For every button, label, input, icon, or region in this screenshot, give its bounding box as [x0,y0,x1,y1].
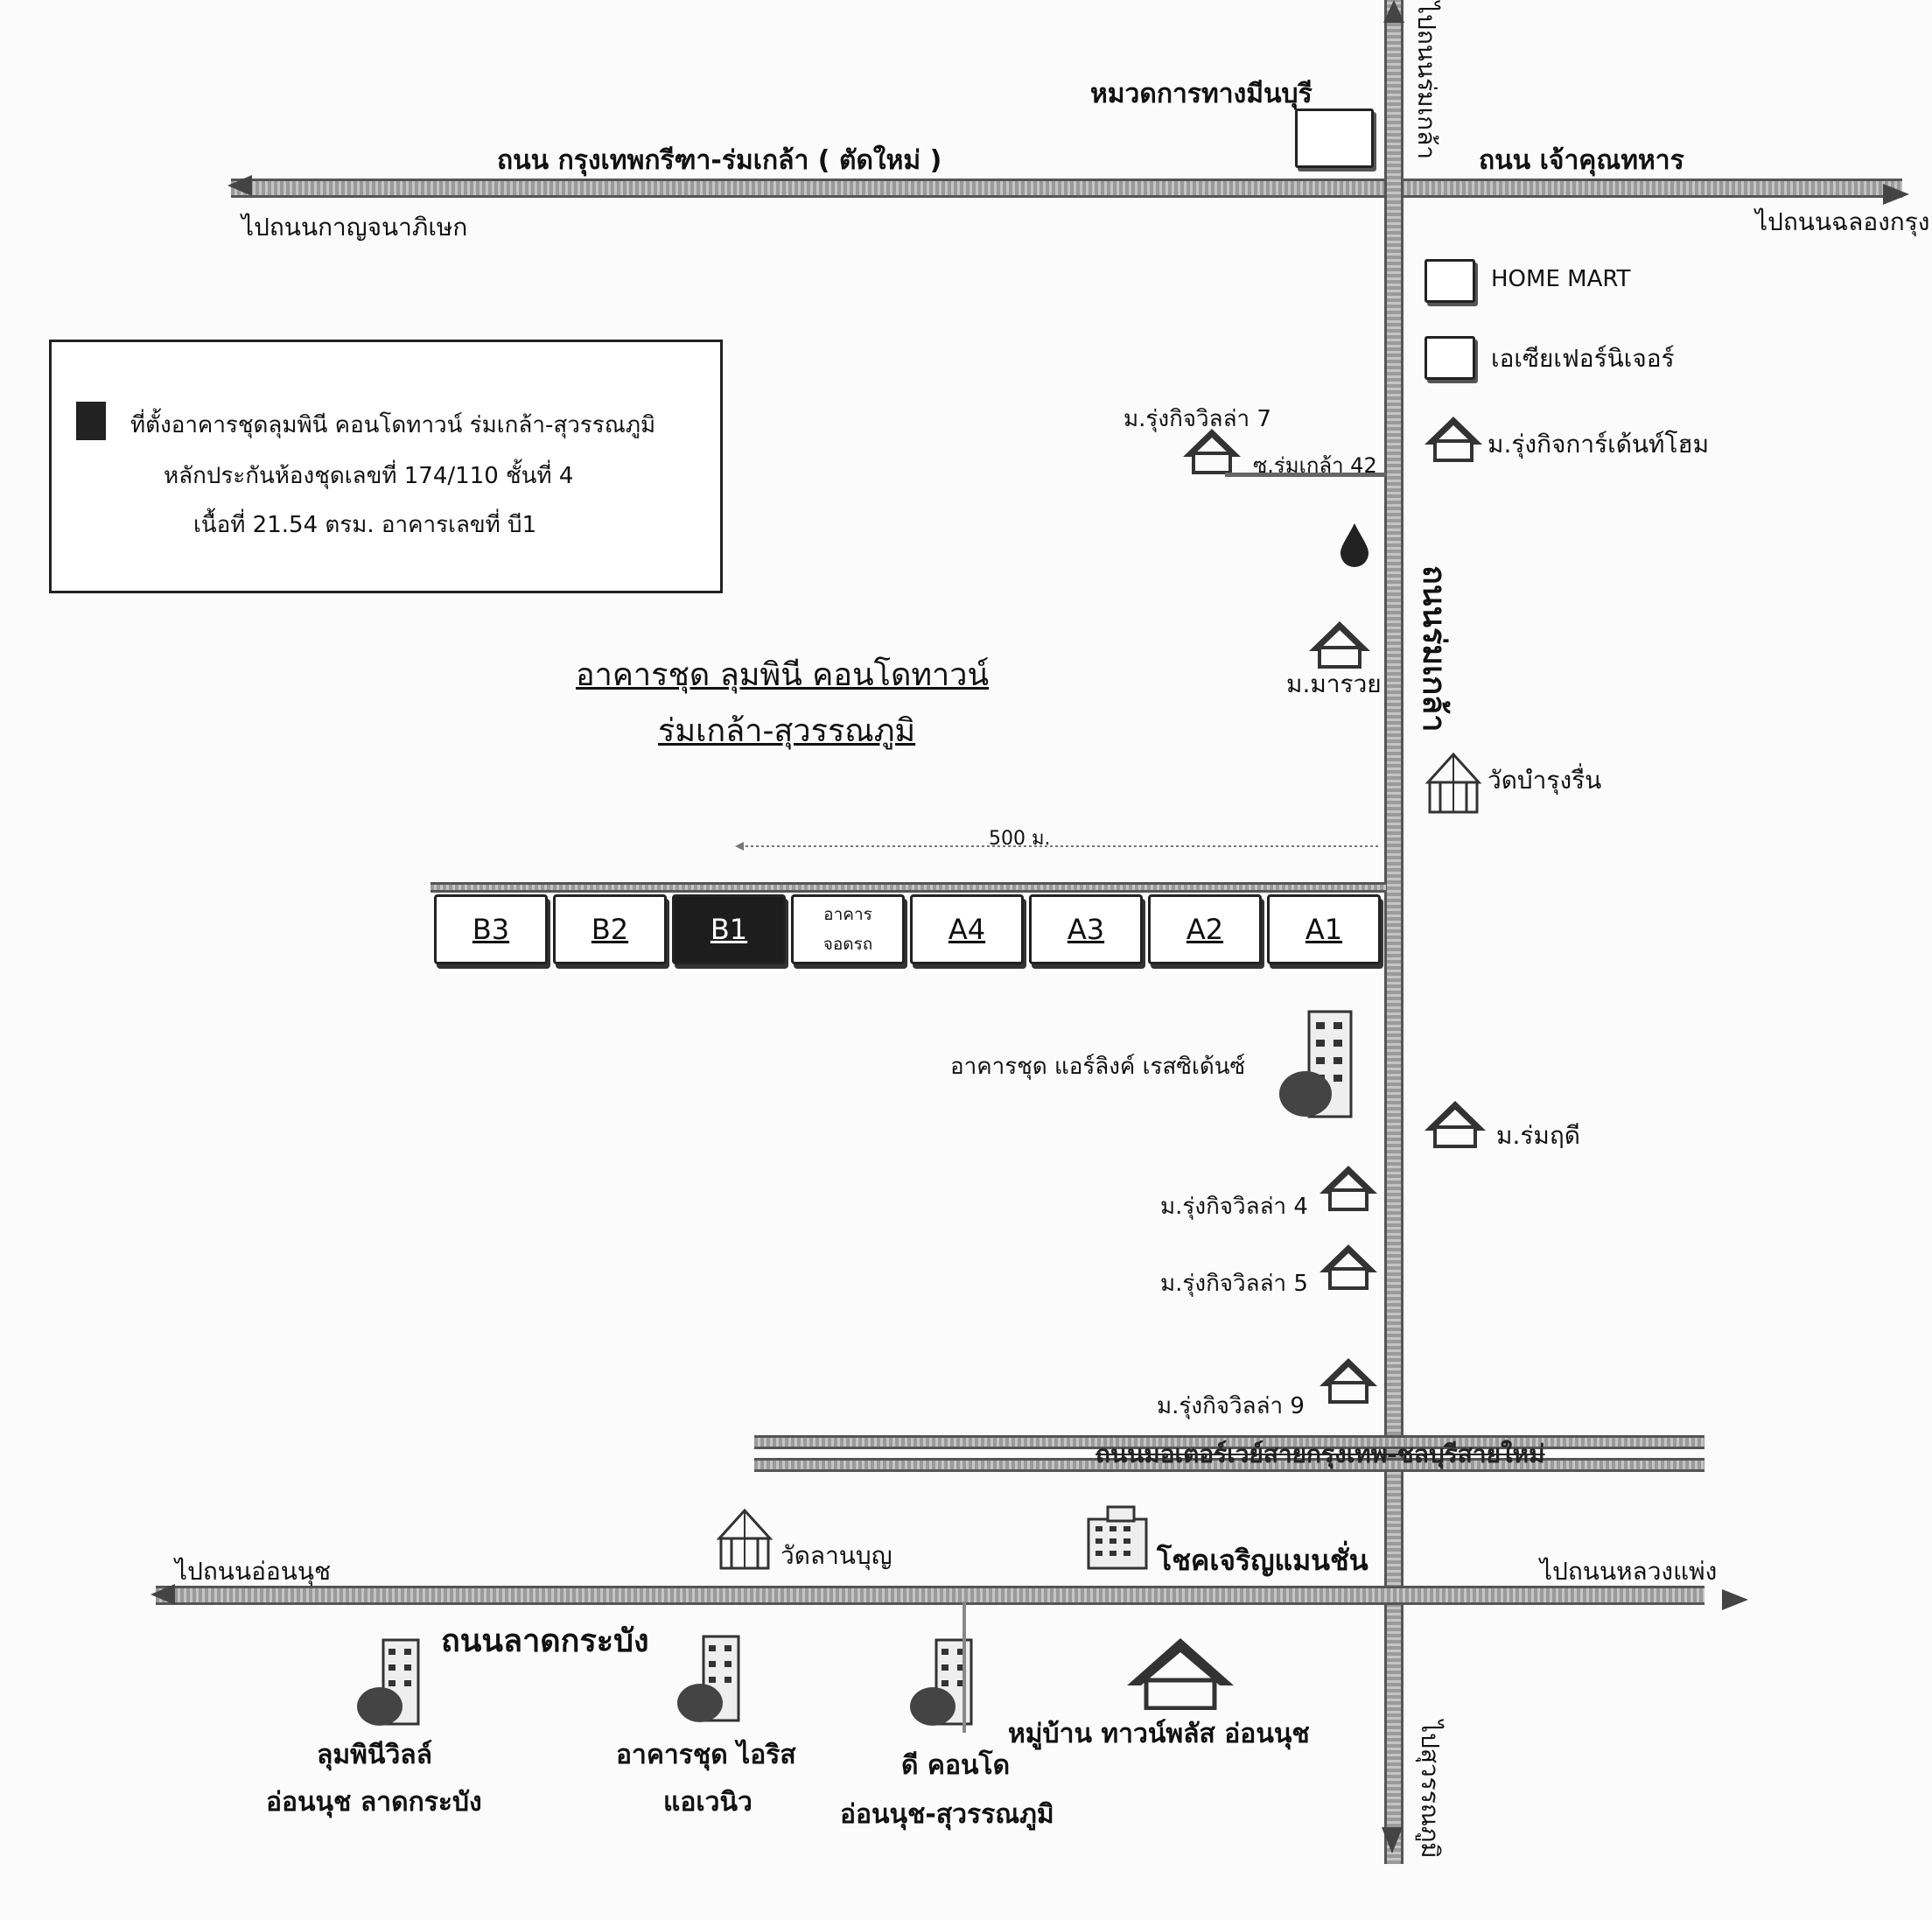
label-d-condo-2: อ่อนนุช-สุวรรณภูมิ [840,1799,1054,1830]
label-rungkit-5: ม.รุ่งกิจวิลล่า 5 [1160,1271,1308,1297]
label-rungkit-7: ม.รุ่งกิจวิลล่า 7 [1124,406,1271,432]
label-asia-furniture: เอเซียเฟอร์นิเจอร์ [1491,344,1675,373]
apartment-building-icon [1087,1505,1148,1570]
map-title-line-1: อาคารชุด ลุมพินี คอนโดทาวน์ [576,657,990,693]
direction-luang-phaeng: ไปถนนหลวงแพ่ง [1540,1557,1718,1586]
building-parking[interactable]: อาคาร จอดรถ [791,894,905,964]
direction-romklao-top: ไปถนนร่มเกล้า [1412,2,1441,159]
label-townplus: หมู่บ้าน ทาวน์พลัส อ่อนนุช [1008,1719,1310,1749]
building-b3[interactable]: B3 [434,894,548,964]
label-marawai: ม.มารวย [1286,669,1382,698]
house-icon [1183,429,1241,474]
direction-suvarnabhumi: ไปสุวรรณภูมิ [1416,1720,1445,1859]
highway-dept-box [1295,109,1374,168]
temple-icon [716,1509,774,1570]
house-icon [1320,1244,1377,1290]
home-mart-box [1424,259,1475,303]
label-chokcharoen: โชคเจริญแมนชั่น [1157,1544,1368,1577]
d-condo-access-road [962,1601,966,1733]
road-motorway [754,1435,1704,1449]
road-romklao [1384,0,1404,1864]
legend-marker [76,402,106,440]
direction-on-nut: ไปถนนอ่อนนุช [175,1557,332,1586]
road-label-motorway: ถนนมอเตอร์เวย์สายกรุงเทพ-ชลบุรีสายใหม่ [1096,1440,1545,1468]
road-project-access [430,882,1386,893]
road-label-top: ถนน กรุงเทพกรีฑา-ร่มเกล้า ( ตัดใหม่ ) [497,145,942,176]
legend-line-3: เนื้อที่ 21.54 ตรม. อาคารเลขที่ บี1 [193,512,537,538]
house-icon [1320,1166,1377,1211]
label-romrudee: ม.ร่มฤดี [1496,1121,1580,1150]
arrow-right-icon [1883,184,1909,205]
building-b1-selected[interactable]: B1 [672,894,786,964]
arrow-left-icon [228,175,252,196]
legend-box: ที่ตั้งอาคารชุดลุมพินี คอนโดทาวน์ ร่มเกล… [49,340,723,593]
building-a4[interactable]: A4 [910,894,1024,964]
label-rungkit-9: ม.รุ่งกิจวิลล่า 9 [1157,1393,1305,1419]
building-a2[interactable]: A2 [1148,894,1262,964]
arrow-left-icon [150,1584,175,1605]
house-icon [1320,1358,1377,1404]
direction-kanchana: ไปถนนกาญจนาภิเษก [242,213,468,242]
asia-furniture-box [1424,336,1475,380]
legend-line-1: ที่ตั้งอาคารชุดลุมพินี คอนโดทาวน์ ร่มเกล… [130,412,656,438]
label-d-condo-1: ดี คอนโด [901,1750,1011,1781]
condo-building-icon [910,1638,973,1726]
house-icon [1424,417,1482,462]
parking-label-2: จอดรถ [822,935,873,954]
label-home-mart: HOME MART [1491,266,1631,292]
condo-building-icon [1279,1010,1353,1118]
temple-icon [1424,753,1482,814]
condo-building-icon [357,1638,420,1726]
building-b2[interactable]: B2 [553,894,667,964]
arrow-right-icon [1722,1589,1748,1610]
direction-chalong: ไปถนนฉลองกรุง [1755,207,1930,236]
distance-line [735,842,1381,851]
label-airlink: อาคารชุด แอร์ลิงค์ เรสซิเด้นซ์ [950,1054,1246,1080]
label-wat-lanboon: วัดลานบุญ [780,1541,892,1570]
road-label-romklao: ถนนร่มเกล้า [1416,565,1452,732]
soi-42-road [1225,473,1386,477]
road-label-lat-krabang: ถนนลาดกระบัง [441,1623,649,1659]
parking-label-1: อาคาร [823,905,872,924]
label-iris-2: แอเวนิว [663,1787,752,1818]
map-title-line-2: ร่มเกล้า-สุวรรณภูมิ [658,713,916,749]
house-icon [1127,1638,1234,1710]
arrow-up-icon [1383,0,1404,23]
road-lat-krabang [156,1586,1704,1605]
fuel-drop-icon [1340,523,1368,567]
label-lumpini-ville-2: อ่อนนุช ลาดกระบัง [266,1787,482,1818]
building-a1[interactable]: A1 [1267,894,1381,964]
building-a3[interactable]: A3 [1029,894,1143,964]
label-rungkit-4: ม.รุ่งกิจวิลล่า 4 [1160,1194,1308,1220]
house-icon [1309,621,1370,669]
road-krungthep-kreetha [231,179,1902,198]
road-motorway-lower [754,1458,1704,1472]
label-lumpini-ville-1: ลุมพินีวิลล์ [317,1740,433,1770]
label-soi-42: ซ.ร่มเกล้า 42 [1253,453,1377,478]
road-label-chaokhun: ถนน เจ้าคุณทหาร [1479,145,1684,176]
legend-line-2: หลักประกันห้องชุดเลขที่ 174/110 ชั้นที่ … [164,463,574,489]
label-iris-1: อาคารชุด ไอริส [616,1740,796,1770]
condo-building-icon [677,1635,740,1722]
arrow-down-icon [1382,1827,1403,1853]
label-wat-bamrung: วัดบำรุงรื่น [1488,766,1602,795]
label-highway-dept: หมวดการทางมีนบุรี [1090,79,1312,109]
house-icon [1424,1101,1486,1148]
label-rungkit-garden: ม.รุ่งกิจการ์เด้นท์โฮม [1488,430,1710,459]
